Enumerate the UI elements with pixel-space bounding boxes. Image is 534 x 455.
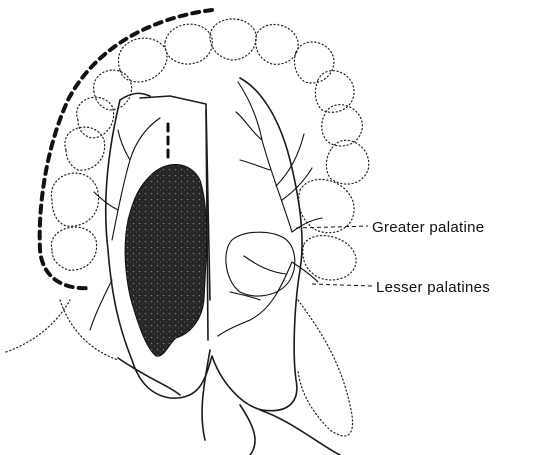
tooth (315, 71, 354, 113)
tooth (51, 227, 96, 270)
tooth (294, 42, 334, 83)
tooth (65, 127, 105, 170)
tooth (118, 38, 167, 82)
tooth (256, 25, 299, 65)
tooth (94, 70, 132, 110)
lesser-palatines-leader (312, 284, 372, 286)
tooth (210, 19, 256, 60)
lesser-palatine-vessel (218, 256, 318, 336)
tooth (299, 179, 354, 232)
palate-bulge (226, 232, 295, 296)
incision-top (120, 93, 150, 100)
tooth (326, 140, 368, 184)
greater-palatine-vessel (236, 82, 322, 232)
lesser-palatines-label: Lesser palatines (376, 279, 490, 296)
tooth (51, 173, 98, 226)
greater-palatine-label: Greater palatine (372, 219, 484, 236)
tooth (77, 97, 114, 138)
greater-palatine-leader (296, 226, 368, 228)
flap-region (125, 164, 206, 356)
tooth (303, 236, 356, 280)
tooth (165, 24, 212, 64)
tooth (322, 105, 363, 146)
posterior-margin (118, 350, 340, 455)
